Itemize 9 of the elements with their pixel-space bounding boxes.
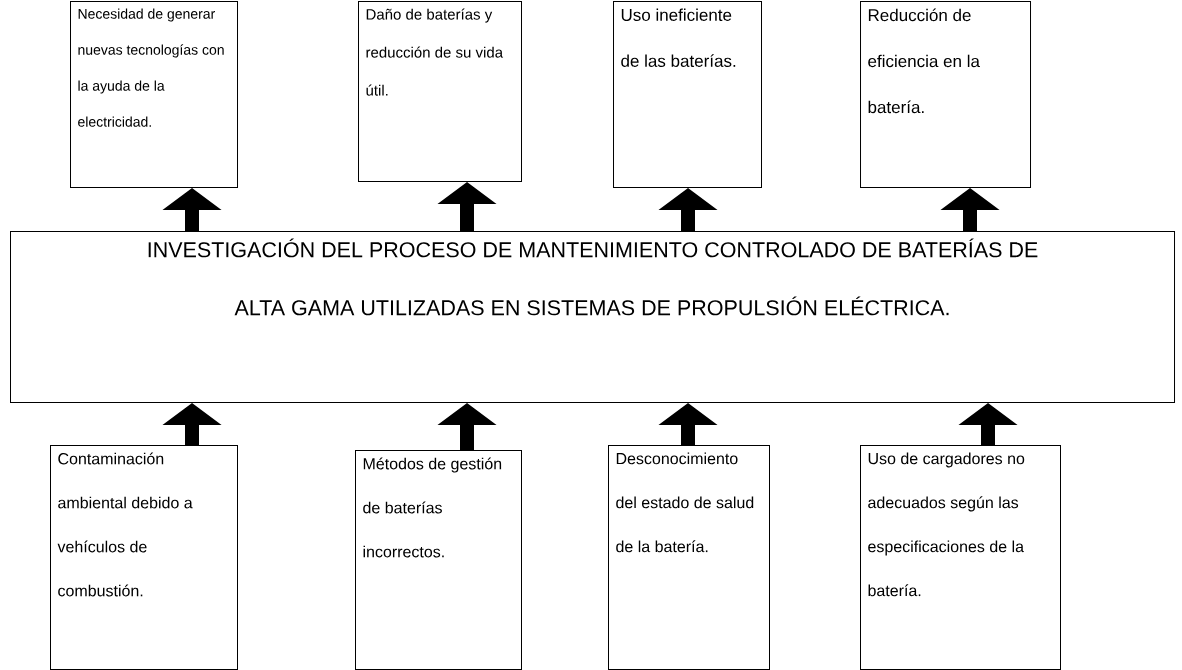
- text-box: Reducción de eficiencia en la batería.: [860, 1, 1031, 188]
- text-box: Desconocimiento del estado de salud de la batería.: [608, 445, 770, 670]
- text-box: Daño de baterías y reducción de su vida útil.: [358, 1, 522, 182]
- text-box: Uso ineficiente de las baterías.: [613, 1, 762, 188]
- text-box: Uso de cargadores no adecuados según las especificaciones de la batería.: [860, 445, 1061, 670]
- text-box: Contaminación ambiental debido a vehículos de combustión.: [50, 445, 238, 670]
- text-box: INVESTIGACIÓN DEL PROCESO DE MANTENIMIENTO CONTROLADO DE BATERÍAS DE ALTA GAMA UTILIZADAS EN SISTEMAS DE PROPULSIÓN ELÉCTRICA.: [10, 231, 1175, 403]
- text-box: Métodos de gestión de baterías incorrectos.: [355, 450, 522, 670]
- text-box: Necesidad de generar nuevas tecnologías con la ayuda de la electricidad.: [70, 1, 238, 188]
